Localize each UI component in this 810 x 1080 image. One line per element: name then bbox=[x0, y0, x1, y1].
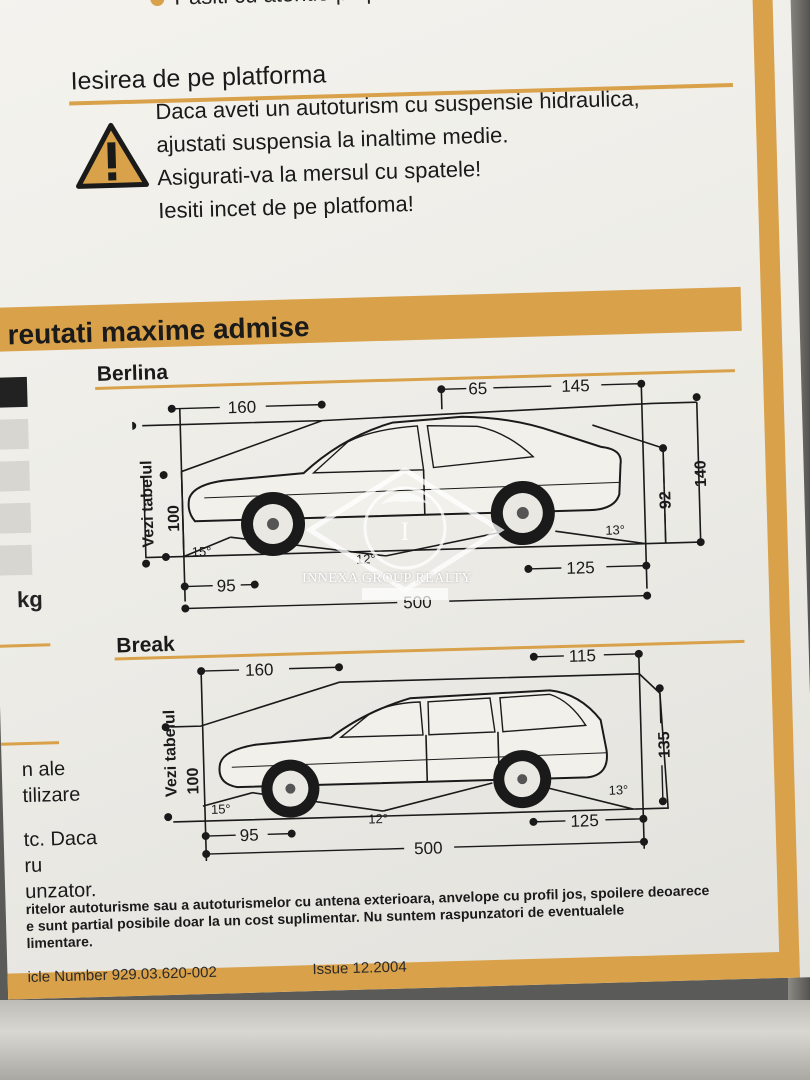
dim-label: 92 bbox=[657, 491, 674, 509]
table-cell bbox=[0, 502, 32, 534]
dim-label: 140 bbox=[692, 460, 710, 487]
angle-label: 12° bbox=[368, 811, 388, 827]
dim-label: 95 bbox=[216, 576, 235, 596]
text-fragment: tilizare bbox=[22, 783, 81, 808]
side-label: Vezi tabelul bbox=[161, 710, 180, 798]
side-label: Vezi tabelul bbox=[138, 460, 157, 548]
dim-label: 95 bbox=[239, 826, 258, 846]
rear-wheel-icon bbox=[490, 481, 555, 546]
rear-wheel-icon bbox=[493, 750, 552, 809]
table-cell bbox=[0, 376, 28, 408]
warning-triangle-icon bbox=[76, 122, 149, 189]
dim-label: 115 bbox=[569, 646, 597, 666]
watermark-text: INNEXA GROUP REALTY bbox=[302, 571, 473, 586]
table-cell bbox=[0, 460, 31, 492]
watermark-logo: I bbox=[305, 467, 505, 600]
dim-label: 500 bbox=[414, 838, 443, 858]
table-cell bbox=[0, 418, 29, 450]
issue-date: Issue 12.2004 bbox=[312, 958, 407, 979]
dim-label: 125 bbox=[566, 558, 595, 578]
concrete-wall bbox=[0, 1000, 810, 1080]
dim-label: 100 bbox=[185, 767, 203, 794]
angle-label: 13° bbox=[605, 522, 625, 538]
watermark-monogram: I bbox=[401, 517, 410, 546]
dim-label: 160 bbox=[245, 660, 274, 680]
dim-label: 125 bbox=[570, 811, 599, 831]
dim-label: 135 bbox=[656, 731, 674, 758]
break-title: Break bbox=[116, 632, 176, 658]
berlina-title: Berlina bbox=[96, 360, 169, 386]
envelope-base-line bbox=[142, 477, 701, 559]
front-wheel-icon bbox=[241, 492, 306, 557]
dim-label: 100 bbox=[165, 505, 183, 532]
angle-label: 13° bbox=[608, 782, 628, 798]
exit-instructions: Daca aveti un autoturism cu suspensie hi… bbox=[155, 82, 643, 227]
text-fragment: n ale bbox=[21, 757, 66, 782]
text-fragment: tc. Daca bbox=[23, 827, 98, 852]
envelope-top-line bbox=[142, 401, 697, 427]
table-cell bbox=[0, 544, 33, 576]
front-wheel-icon bbox=[261, 759, 320, 818]
text-fragment: ru bbox=[24, 854, 43, 878]
unit-label: kg bbox=[16, 586, 44, 613]
bullet-dot-icon bbox=[150, 0, 165, 7]
wagon-clearance-diagram: 160 115 Vezi tabelul 100 135 15° 12° 13°… bbox=[161, 646, 674, 862]
dim-label: 65 bbox=[468, 379, 487, 399]
angle-label: 15° bbox=[211, 801, 231, 817]
dim-label: 145 bbox=[561, 376, 590, 396]
dim-label: 160 bbox=[227, 397, 256, 417]
angle-label: 15° bbox=[192, 544, 212, 560]
